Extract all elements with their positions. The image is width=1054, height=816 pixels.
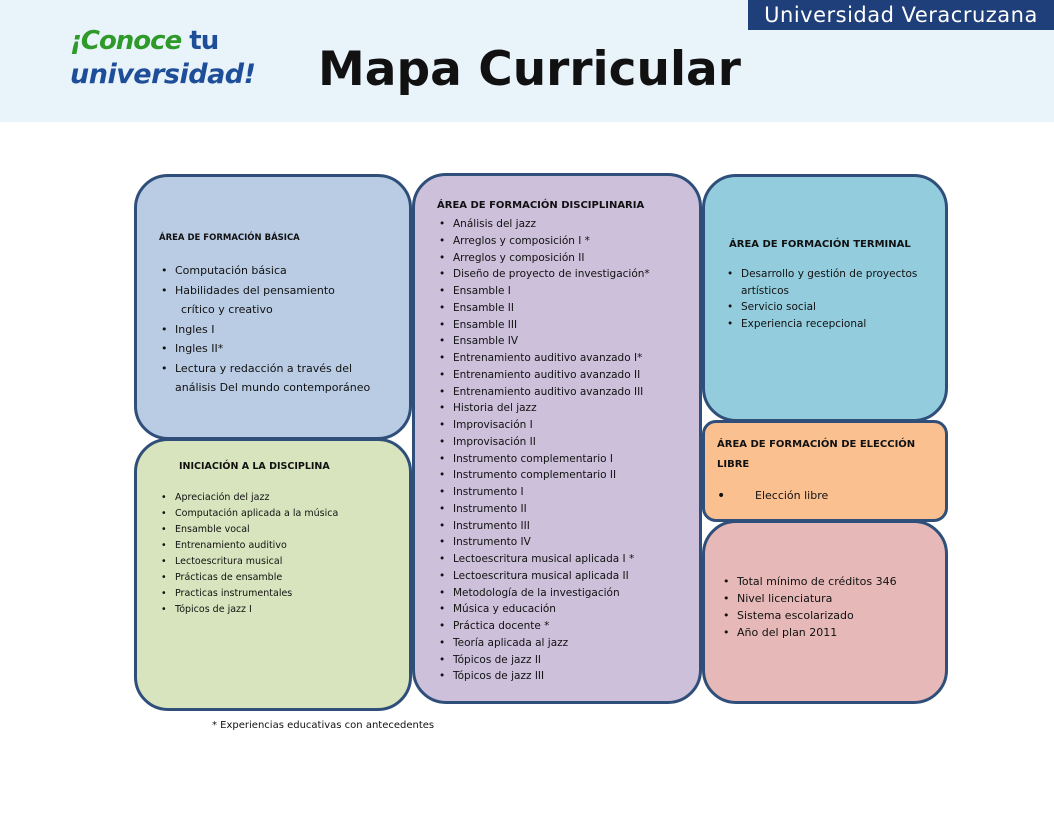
area-formacion-disciplinaria: ÁREA DE FORMACIÓN DISCIPLINARIA Análisis…	[412, 173, 702, 704]
logo-line-1: ¡Conoce tu	[70, 24, 270, 58]
list-item: Diseño de proyecto de investigación*	[437, 266, 689, 283]
list-item: Entrenamiento auditivo avanzado II	[437, 367, 689, 384]
list-item: Tópicos de jazz III	[437, 668, 689, 685]
list-item: Sistema escolarizado	[721, 607, 937, 624]
list-item: Practicas instrumentales	[159, 586, 399, 602]
list-item: Instrumento IV	[437, 534, 689, 551]
list-item: Instrumento III	[437, 518, 689, 535]
list-item: Entrenamiento auditivo avanzado III	[437, 384, 689, 401]
institution-banner: Universidad Veracruzana	[748, 0, 1054, 30]
page-header: ¡Conoce tu universidad! Mapa Curricular …	[0, 0, 1054, 122]
list-item: Instrumento II	[437, 501, 689, 518]
course-list: Desarrollo y gestión de proyectos artíst…	[725, 266, 937, 332]
area-heading: ÁREA DE FORMACIÓN BÁSICA	[159, 233, 300, 243]
list-item: Ensamble III	[437, 317, 689, 334]
course-name: Ingles I	[175, 322, 215, 336]
list-item: Arreglos y composición II	[437, 250, 689, 267]
area-heading: ÁREA DE FORMACIÓN DISCIPLINARIA	[437, 200, 645, 211]
list-item: Práctica docente *	[437, 618, 689, 635]
list-item: Entrenamiento auditivo	[159, 538, 399, 554]
course-list: Apreciación del jazzComputación aplicada…	[159, 490, 399, 618]
list-item: Ingles II*	[159, 339, 399, 359]
list-item: Ensamble II	[437, 300, 689, 317]
logo-conoce-text: ¡Conoce	[70, 26, 182, 56]
page-title: Mapa Curricular	[318, 42, 741, 97]
course-name: Computación básica	[175, 264, 287, 277]
course-list: Elección libre	[717, 487, 937, 505]
list-item: Improvisación I	[437, 417, 689, 434]
list-item: Música y educación	[437, 601, 689, 618]
course-name: Ingles II*	[175, 342, 224, 355]
area-formacion-terminal: ÁREA DE FORMACIÓN TERMINAL Desarrollo y …	[702, 174, 948, 422]
list-item: Tópicos de jazz II	[437, 652, 689, 669]
list-item: Año del plan 2011	[721, 624, 937, 641]
list-item: Apreciación del jazz	[159, 490, 399, 506]
list-item: Ensamble I	[437, 283, 689, 300]
plan-info-box: Total mínimo de créditos 346Nivel licenc…	[702, 520, 948, 704]
area-iniciacion-disciplina: INICIACIÓN A LA DISCIPLINA Apreciación d…	[134, 438, 412, 711]
plan-info-list: Total mínimo de créditos 346Nivel licenc…	[721, 573, 937, 641]
list-item: Computación aplicada a la música	[159, 506, 399, 522]
list-item: Servicio social	[725, 299, 937, 316]
list-item: Nivel licenciatura	[721, 590, 937, 607]
course-name: Lectura y redacción a través del	[175, 361, 353, 375]
list-item: Habilidades del pensamiento crítico y cre…	[159, 281, 399, 320]
list-item: Computación básica	[159, 261, 399, 281]
list-item: Instrumento complementario II	[437, 467, 689, 484]
list-item: Instrumento complementario I	[437, 451, 689, 468]
list-item: Ingles I	[159, 320, 399, 340]
conoce-tu-universidad-logo: ¡Conoce tu universidad!	[70, 24, 270, 96]
footnote: * Experiencias educativas con antecedent…	[212, 720, 435, 731]
list-item: Tópicos de jazz I	[159, 602, 399, 618]
list-item: Total mínimo de créditos 346	[721, 573, 937, 590]
course-list: Computación básica Habilidades del pensa…	[159, 261, 399, 398]
list-item: Prácticas de ensamble	[159, 570, 399, 586]
logo-tu-text: tu	[189, 26, 219, 56]
list-item: Lectoescritura musical aplicada II	[437, 568, 689, 585]
area-formacion-basica: ÁREA DE FORMACIÓN BÁSICA Computación bás…	[134, 174, 412, 440]
list-item: Improvisación II	[437, 434, 689, 451]
list-item: Teoría aplicada al jazz	[437, 635, 689, 652]
course-name-continuation: análisis Del mundo contemporáneo	[175, 381, 371, 394]
course-list: Análisis del jazzArreglos y composición …	[437, 216, 689, 685]
area-heading: INICIACIÓN A LA DISCIPLINA	[179, 461, 330, 472]
list-item: Ensamble vocal	[159, 522, 399, 538]
list-item: Lectoescritura musical	[159, 554, 399, 570]
course-name-continuation: crítico y creativo	[181, 303, 273, 316]
list-item: Historia del jazz	[437, 400, 689, 417]
course-name: Habilidades del pensamiento	[175, 283, 335, 297]
list-item: Ensamble IV	[437, 333, 689, 350]
list-item: Entrenamiento auditivo avanzado I*	[437, 350, 689, 367]
list-item: Instrumento I	[437, 484, 689, 501]
area-heading: ÁREA DE FORMACIÓN DE ELECCIÓN LIBRE	[717, 439, 916, 470]
logo-line-2: universidad!	[70, 59, 256, 90]
list-item: Lectoescritura musical aplicada I *	[437, 551, 689, 568]
list-item: Elección libre	[717, 487, 937, 505]
list-item: Metodología de la investigación	[437, 585, 689, 602]
list-item: Arreglos y composición I *	[437, 233, 689, 250]
list-item: Experiencia recepcional	[725, 316, 937, 333]
list-item: Análisis del jazz	[437, 216, 689, 233]
area-heading: ÁREA DE FORMACIÓN TERMINAL	[729, 239, 911, 250]
area-eleccion-libre: ÁREA DE FORMACIÓN DE ELECCIÓN LIBRE Elec…	[702, 420, 948, 522]
list-item: Desarrollo y gestión de proyectos artíst…	[725, 266, 937, 299]
list-item: Lectura y redacción a través del análisis…	[159, 359, 399, 398]
